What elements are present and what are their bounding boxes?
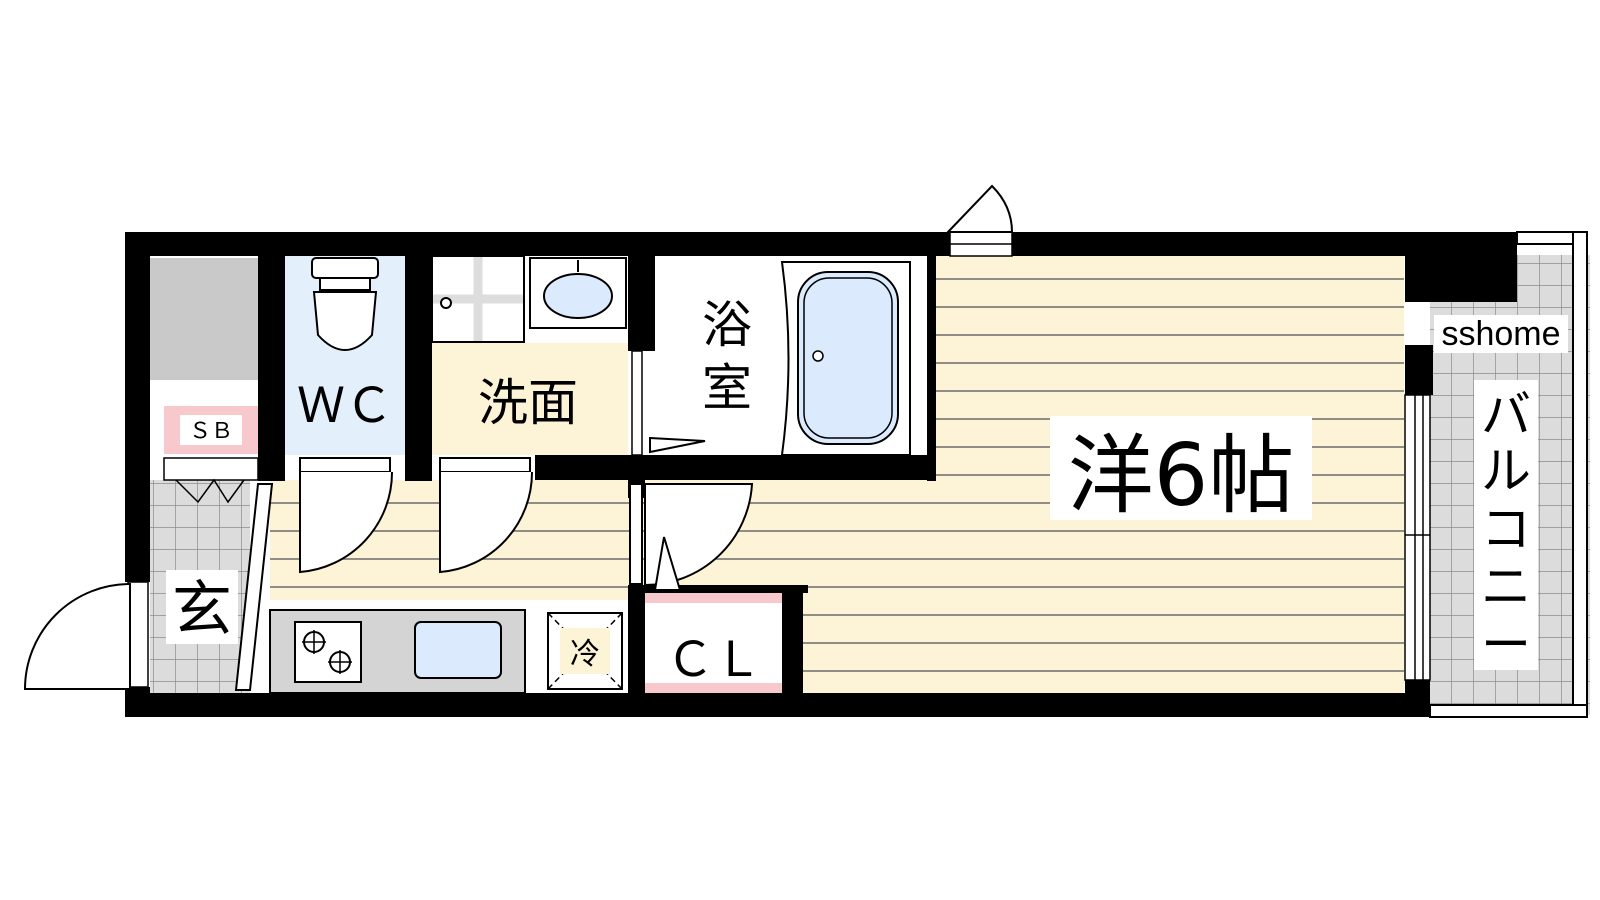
closet (645, 593, 782, 693)
shoe-box (163, 406, 259, 504)
bathtub (780, 261, 911, 456)
balcony-label-char: バ (1481, 386, 1531, 444)
fridge-label: 冷 (570, 637, 600, 672)
kitchen-sink (414, 621, 502, 679)
balcony-label-char: コ (1481, 500, 1531, 558)
watermark-text: sshome (1441, 315, 1560, 353)
washroom-floor (432, 343, 628, 455)
toilet-door[interactable] (299, 457, 394, 574)
entrance-door[interactable] (23, 581, 149, 690)
walls (125, 232, 1517, 717)
roof-vent-icon (945, 184, 1014, 233)
balcony-sash-window (1404, 394, 1431, 681)
closet-label: ＣＬ (666, 632, 762, 688)
balcony-label-char: ー (1481, 616, 1531, 674)
washroom-label: 洗面 (478, 374, 578, 432)
washroom-door[interactable] (439, 457, 534, 574)
balcony-label: バ ル コ ニ ー (1481, 386, 1531, 674)
washing-machine-pan (431, 255, 525, 343)
washbasin (529, 257, 627, 329)
balcony-label-char: ル (1481, 442, 1531, 500)
toilet-fixture (311, 257, 379, 351)
toilet-label: ＷＣ (297, 378, 393, 434)
bathroom-label-line2: 室 (702, 359, 752, 417)
shoe-box-label: ＳＢ (189, 419, 233, 444)
kitchen-counter (269, 609, 526, 694)
balcony-label-char: ニ (1481, 558, 1531, 616)
western-room-lower-floor (800, 592, 945, 693)
fridge-space (547, 612, 623, 690)
balcony-railing (1429, 231, 1588, 718)
storage-unit (150, 258, 258, 380)
entrance-label: 玄 (172, 575, 232, 645)
western-room-label: 洋6帖 (1068, 426, 1295, 526)
entrance-partition-panel (234, 483, 274, 691)
bathroom-door-icon (649, 436, 706, 454)
window-bottom-room (949, 231, 1013, 257)
bathroom-label-line1: 浴 (702, 296, 752, 354)
closet-door-icon (653, 536, 682, 591)
